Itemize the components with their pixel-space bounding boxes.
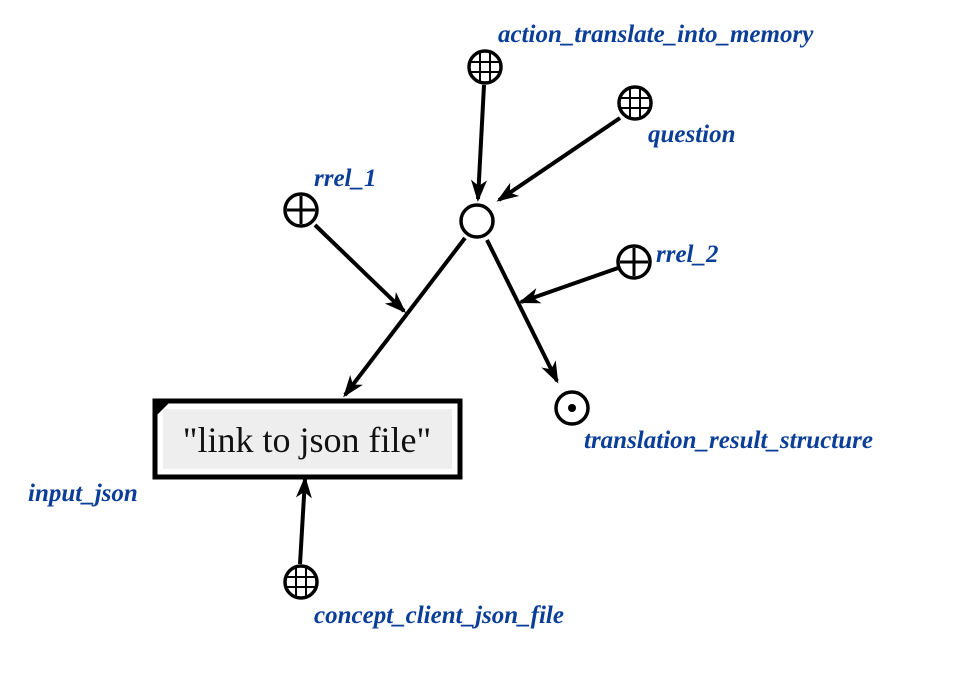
plus-circle-icon (283, 192, 319, 228)
relation-node-rrel-2[interactable]: rrel_2 (616, 241, 719, 280)
action-node-empty-circle[interactable] (459, 203, 495, 239)
link-node-input-json[interactable]: "link to json file" (152, 398, 463, 480)
grid-circle-icon (467, 49, 503, 85)
edge-rrel-1-attribute[interactable] (313, 223, 407, 314)
edge-action-to-result[interactable] (485, 239, 559, 384)
grid-circle-icon (617, 85, 653, 121)
relation-node-rrel-1[interactable]: rrel_1 (283, 165, 377, 228)
edge-action-to-input-json[interactable] (343, 236, 467, 398)
link-content-text: "link to json file" (183, 420, 431, 460)
class-node-concept-client-json-file[interactable]: concept_client_json_file (283, 564, 564, 629)
label-rrel-1: rrel_1 (314, 165, 377, 192)
plus-circle-icon (616, 244, 652, 280)
structure-node-translation-result[interactable]: translation_result_structure (554, 390, 873, 454)
label-question: question (648, 121, 736, 148)
edge-concept-to-input-json[interactable] (295, 476, 312, 565)
link-box-inner (163, 409, 452, 469)
label-action-translate-into-memory: action_translate_into_memory (498, 21, 814, 48)
class-node-action-translate-into-memory[interactable]: action_translate_into_memory (467, 21, 814, 85)
link-corner-mark (155, 401, 171, 417)
label-rrel-2: rrel_2 (656, 241, 719, 268)
edges (295, 84, 622, 565)
edge-class-to-action[interactable] (471, 84, 487, 202)
empty-circle-icon (459, 203, 495, 239)
grid-circle-icon (283, 564, 319, 600)
edge-question-to-action[interactable] (496, 116, 622, 202)
label-concept-client-json-file: concept_client_json_file (314, 602, 564, 629)
label-translation-result-structure: translation_result_structure (584, 427, 873, 454)
edge-rrel-2-attribute[interactable] (518, 266, 619, 304)
dot-circle-icon (554, 390, 590, 426)
class-node-question[interactable]: question (617, 85, 736, 148)
label-input-json: input_json (28, 480, 138, 507)
